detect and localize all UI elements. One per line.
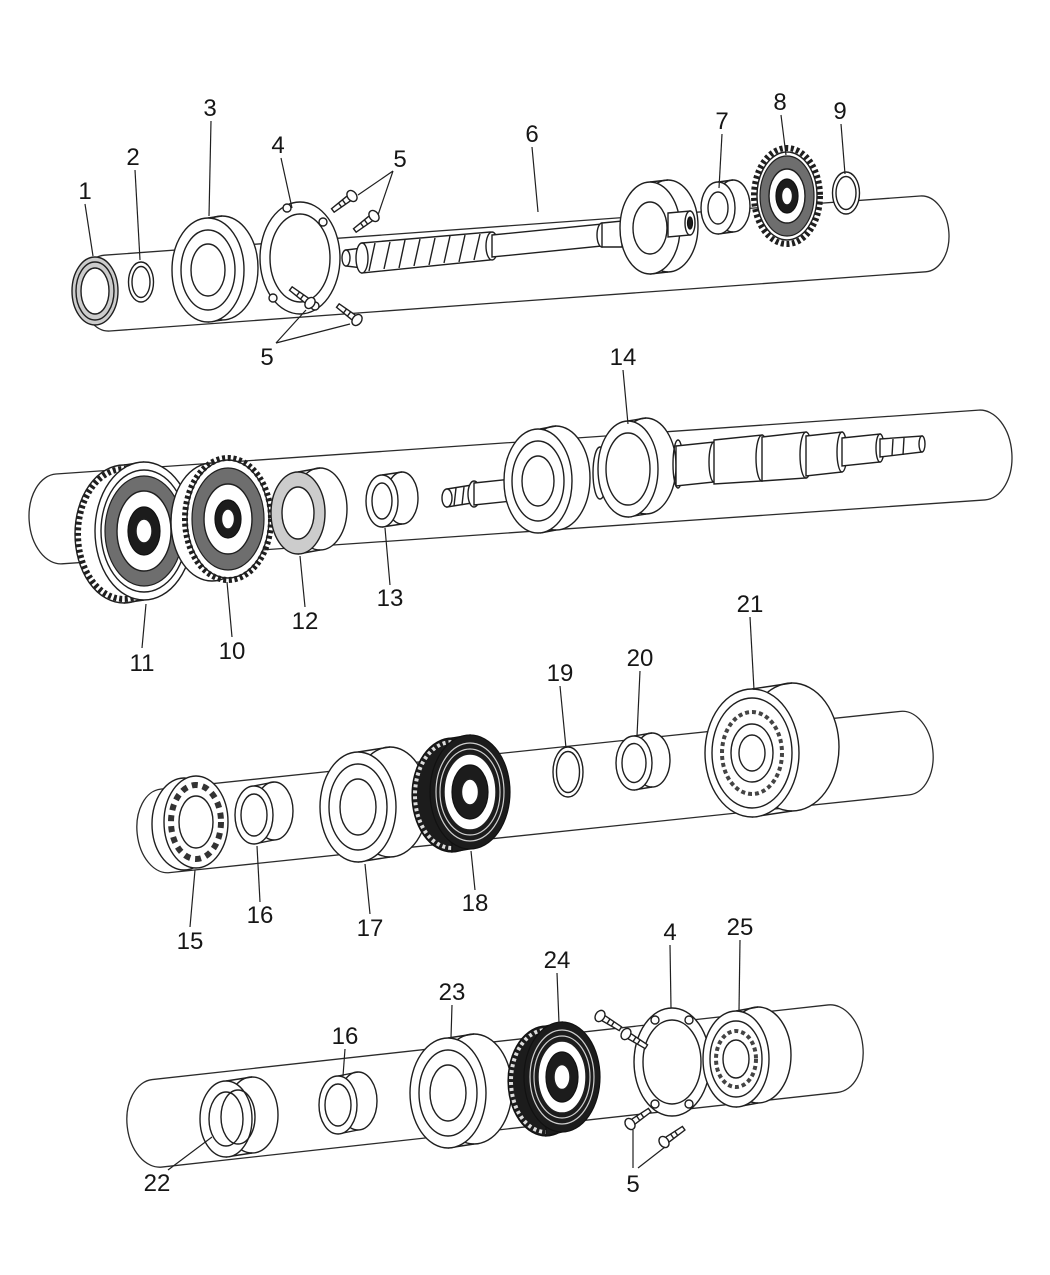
part-9-snap-ring — [831, 171, 861, 215]
callout-19: 19 — [547, 660, 574, 749]
part-12-hub — [270, 467, 348, 555]
part-1-seal-ring — [71, 256, 119, 326]
callout-24-label: 24 — [544, 947, 571, 974]
part-24-gear — [507, 1021, 601, 1137]
part-8-gear — [751, 145, 823, 247]
callout-8: 8 — [773, 89, 787, 156]
part-15-bearing-cage — [151, 775, 229, 871]
part-10-synchronizer-ring — [170, 455, 274, 583]
part-4-retainer-plate — [259, 201, 341, 315]
callout-20-label: 20 — [627, 645, 654, 672]
bolt-icon — [656, 1122, 688, 1151]
callout-20: 20 — [627, 645, 654, 737]
callout-4-row4: 4 — [663, 919, 677, 1009]
callout-17: 17 — [357, 863, 384, 942]
part-23-bearing — [409, 1033, 513, 1149]
callout-10-label: 10 — [219, 638, 246, 665]
callout-16-row3: 16 — [247, 845, 274, 929]
callout-6: 6 — [525, 121, 539, 213]
callout-10: 10 — [219, 581, 246, 665]
callout-16-row4: 16 — [332, 1023, 359, 1077]
callout-1: 1 — [78, 178, 94, 257]
callout-5-row4: 5 — [626, 1130, 666, 1198]
callout-22: 22 — [144, 1136, 213, 1197]
callout-5-plate-label: 5 — [260, 344, 273, 371]
callout-2: 2 — [126, 144, 141, 261]
callout-22-label: 22 — [144, 1170, 171, 1197]
callout-12-label: 12 — [292, 608, 319, 635]
part-18-gear — [411, 734, 511, 853]
callout-9: 9 — [833, 98, 847, 175]
bolt-icon — [350, 207, 382, 236]
callout-14: 14 — [610, 344, 637, 425]
part-4-retainer-plate-row4 — [633, 1007, 711, 1117]
callout-15-label: 15 — [177, 928, 204, 955]
callout-8-label: 8 — [773, 89, 786, 116]
part-16-bushing-row4 — [318, 1071, 378, 1135]
callout-12: 12 — [292, 555, 319, 635]
part-17-bearing — [319, 746, 429, 863]
part-25-bearing — [702, 1006, 792, 1108]
part-20-bushing — [615, 732, 671, 791]
callout-13: 13 — [377, 527, 404, 612]
bolt-icon — [328, 187, 360, 216]
part-3-bearing — [171, 215, 259, 323]
callout-5-top: 5 — [357, 146, 407, 216]
part-19-snap-ring — [552, 746, 584, 798]
callout-23-label: 23 — [439, 979, 466, 1006]
part-22-cup — [199, 1076, 279, 1158]
callout-16-row3-label: 16 — [247, 902, 274, 929]
callout-14-label: 14 — [610, 344, 637, 371]
part-13-bushing — [365, 471, 419, 528]
callout-18-label: 18 — [462, 890, 489, 917]
callout-25: 25 — [727, 914, 754, 1012]
callout-1-label: 1 — [78, 178, 91, 205]
callout-19-label: 19 — [547, 660, 574, 687]
part-21-gear-bearing — [704, 682, 840, 818]
callout-11-label: 11 — [130, 650, 155, 677]
callout-3: 3 — [203, 95, 217, 217]
part-2-snap-ring — [127, 261, 155, 303]
callout-11: 11 — [130, 603, 155, 677]
callout-13-label: 13 — [377, 585, 404, 612]
part-7-pilot-bearing — [700, 179, 751, 235]
callout-16-row4-label: 16 — [332, 1023, 359, 1050]
callout-23: 23 — [439, 979, 466, 1039]
callout-3-label: 3 — [203, 95, 216, 122]
callout-21-label: 21 — [737, 591, 764, 618]
callout-4-label: 4 — [271, 132, 284, 159]
callout-21: 21 — [737, 591, 764, 691]
callout-2-label: 2 — [126, 144, 139, 171]
callout-15: 15 — [177, 869, 204, 955]
callout-18: 18 — [462, 850, 489, 917]
part-6-input-shaft — [341, 179, 699, 275]
callout-5-row4-label: 5 — [626, 1171, 639, 1198]
part-11-gear — [74, 461, 194, 604]
callout-5-plate: 5 — [260, 309, 351, 371]
callout-7-label: 7 — [715, 108, 728, 135]
callout-25-label: 25 — [727, 914, 754, 941]
callout-7: 7 — [715, 108, 729, 189]
callout-9-label: 9 — [833, 98, 846, 125]
callout-24: 24 — [544, 947, 571, 1024]
callout-4: 4 — [271, 132, 293, 209]
callout-4-row4-label: 4 — [663, 919, 676, 946]
callout-5-top-label: 5 — [393, 146, 406, 173]
callout-17-label: 17 — [357, 915, 384, 942]
part-16-bushing-row3 — [234, 781, 294, 845]
callout-6-label: 6 — [525, 121, 538, 148]
part-14-main-shaft — [441, 417, 926, 534]
